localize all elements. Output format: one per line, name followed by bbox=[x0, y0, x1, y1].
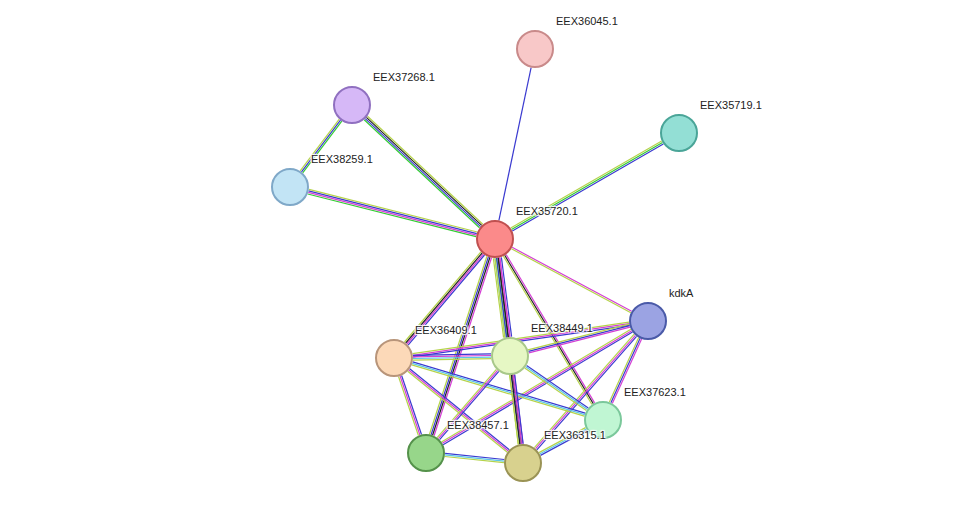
node-label: EEX37623.1 bbox=[624, 386, 686, 398]
evidence-line bbox=[536, 335, 636, 448]
evidence-line bbox=[510, 375, 518, 444]
node-label: kdkA bbox=[669, 287, 693, 299]
node-label: EEX37268.1 bbox=[373, 71, 435, 83]
evidence-line bbox=[511, 249, 631, 313]
interaction-edge bbox=[511, 141, 664, 231]
node-label: EEX36045.1 bbox=[556, 15, 618, 27]
evidence-line bbox=[413, 354, 491, 355]
protein-node: EEX35719.1 bbox=[660, 114, 698, 152]
evidence-line bbox=[511, 141, 662, 228]
node-label: EEX38449.1 bbox=[531, 322, 593, 334]
evidence-line bbox=[413, 359, 491, 360]
protein-node: kdkA bbox=[629, 302, 667, 340]
node-label: EEX38457.1 bbox=[447, 419, 509, 431]
evidence-line bbox=[512, 143, 663, 230]
evidence-line bbox=[402, 376, 422, 435]
interaction-edge bbox=[308, 189, 477, 236]
evidence-line bbox=[365, 119, 480, 227]
protein-node: EEX35720.1 bbox=[476, 220, 514, 258]
interaction-edge bbox=[442, 329, 633, 444]
node-label: EEX36409.1 bbox=[415, 324, 477, 336]
interaction-edge bbox=[499, 68, 531, 221]
evidence-line bbox=[413, 356, 491, 357]
evidence-line bbox=[405, 252, 481, 342]
evidence-line bbox=[499, 68, 531, 221]
evidence-line bbox=[525, 368, 587, 410]
evidence-line bbox=[309, 189, 477, 232]
evidence-line bbox=[534, 334, 634, 448]
evidence-line bbox=[512, 144, 663, 231]
evidence-line bbox=[407, 254, 483, 344]
protein-node: EEX36409.1 bbox=[375, 339, 413, 377]
interaction-edge bbox=[525, 366, 589, 411]
interaction-edge bbox=[413, 354, 491, 360]
interaction-edge bbox=[511, 247, 631, 312]
evidence-line bbox=[537, 336, 637, 450]
evidence-line bbox=[400, 376, 420, 435]
node-label: EEX38259.1 bbox=[311, 153, 373, 165]
interaction-edge bbox=[510, 375, 523, 445]
evidence-line bbox=[406, 253, 482, 343]
interaction-edge bbox=[405, 252, 485, 345]
protein-node: EEX37268.1 bbox=[333, 86, 371, 124]
evidence-line bbox=[399, 377, 419, 436]
node-label: EEX35720.1 bbox=[516, 205, 578, 217]
evidence-line bbox=[512, 375, 520, 444]
evidence-line bbox=[442, 331, 631, 444]
protein-node: EEX36315.1 bbox=[504, 444, 542, 482]
interaction-edge bbox=[534, 334, 636, 450]
interaction-edge bbox=[445, 453, 505, 462]
protein-node: EEX36045.1 bbox=[516, 30, 554, 68]
protein-node: EEX38449.1 bbox=[491, 337, 529, 375]
interaction-edge bbox=[399, 376, 422, 436]
protein-node: EEX38259.1 bbox=[271, 168, 309, 206]
evidence-line bbox=[527, 366, 589, 408]
evidence-line bbox=[309, 191, 477, 234]
evidence-line bbox=[413, 357, 491, 358]
evidence-line bbox=[308, 192, 476, 235]
interaction-edge bbox=[430, 256, 492, 435]
evidence-line bbox=[366, 117, 481, 225]
protein-node: EEX38457.1 bbox=[407, 434, 445, 472]
evidence-line bbox=[526, 367, 588, 409]
evidence-line bbox=[443, 332, 632, 445]
evidence-line bbox=[442, 329, 631, 442]
node-label: EEX36315.1 bbox=[544, 429, 606, 441]
evidence-line bbox=[303, 121, 342, 173]
evidence-line bbox=[308, 194, 476, 237]
evidence-line bbox=[445, 457, 504, 463]
node-label: EEX35719.1 bbox=[700, 99, 762, 111]
